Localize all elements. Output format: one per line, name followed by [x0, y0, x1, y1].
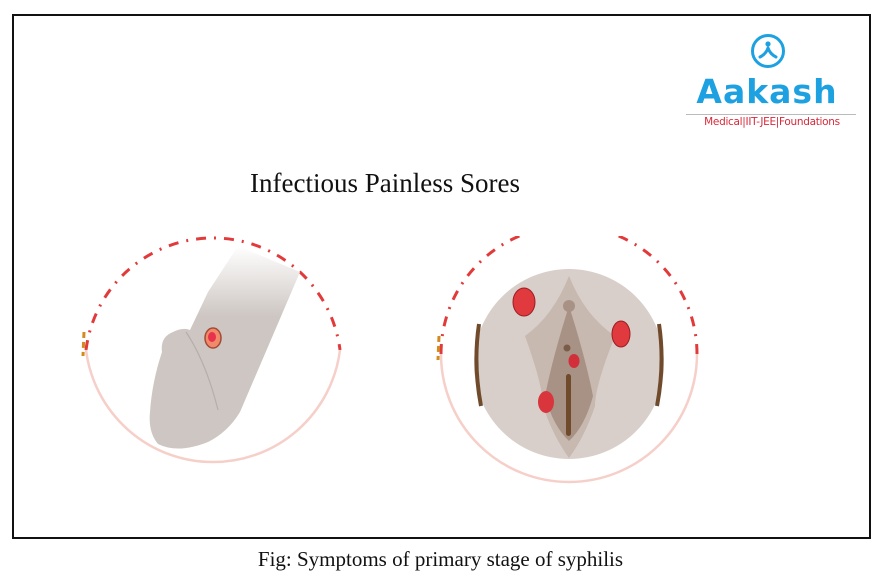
logo-divider	[686, 114, 856, 115]
figure-heading: Infectious Painless Sores	[250, 168, 520, 198]
female-illustration	[436, 236, 699, 484]
aakash-logo: Aakash Medical|IIT-JEE|Foundations	[676, 22, 858, 134]
logo-person-icon	[751, 34, 785, 68]
male-illustration	[81, 236, 342, 464]
logo-brand-text: Aakash	[696, 72, 838, 111]
figure-caption: Fig: Symptoms of primary stage of syphil…	[257, 547, 624, 571]
logo-tagline: Medical|IIT-JEE|Foundations	[704, 116, 840, 128]
figure-frame	[12, 14, 871, 539]
